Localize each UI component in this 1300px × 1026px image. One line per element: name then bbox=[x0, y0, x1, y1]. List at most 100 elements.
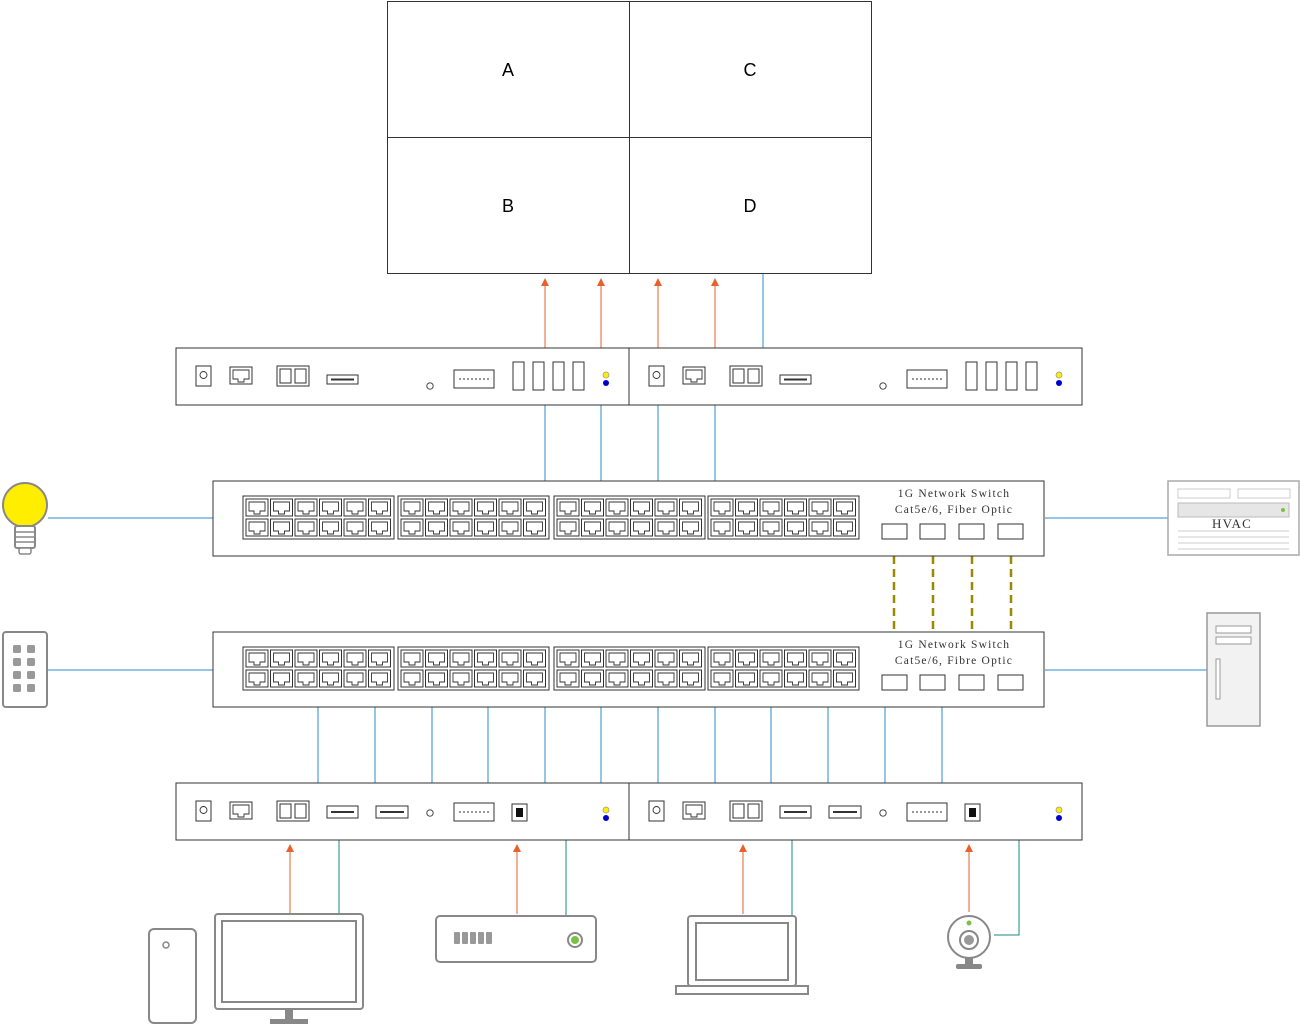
encoder-unit[interactable] bbox=[175, 782, 630, 841]
ethernet-port-icon[interactable] bbox=[784, 649, 807, 668]
ethernet-port-icon[interactable] bbox=[808, 498, 832, 517]
ethernet-port-icon[interactable] bbox=[630, 498, 653, 517]
ethernet-port-icon[interactable] bbox=[581, 669, 604, 688]
ethernet-port-icon[interactable] bbox=[294, 649, 318, 668]
ethernet-port-icon[interactable] bbox=[710, 669, 734, 688]
sfp-port-icon[interactable] bbox=[958, 523, 985, 540]
ethernet-port-icon[interactable] bbox=[581, 518, 604, 537]
ethernet-port-icon[interactable] bbox=[679, 518, 702, 537]
ethernet-port-icon[interactable] bbox=[245, 518, 269, 537]
ethernet-port-icon[interactable] bbox=[833, 518, 856, 537]
media-player-icon[interactable] bbox=[435, 915, 597, 963]
ethernet-port-icon[interactable] bbox=[294, 669, 318, 688]
ethernet-port-icon[interactable] bbox=[556, 518, 580, 537]
sfp-port-icon[interactable] bbox=[881, 674, 908, 691]
ethernet-port-icon[interactable] bbox=[710, 649, 734, 668]
ethernet-port-icon[interactable] bbox=[654, 649, 678, 668]
ethernet-port-icon[interactable] bbox=[784, 498, 807, 517]
ethernet-port-icon[interactable] bbox=[735, 649, 758, 668]
ethernet-port-icon[interactable] bbox=[735, 669, 758, 688]
network-switch-2[interactable] bbox=[212, 631, 1045, 708]
ethernet-port-icon[interactable] bbox=[833, 498, 856, 517]
ethernet-port-icon[interactable] bbox=[759, 649, 783, 668]
ethernet-port-icon[interactable] bbox=[294, 518, 318, 537]
ethernet-port-icon[interactable] bbox=[759, 498, 783, 517]
ethernet-port-icon[interactable] bbox=[474, 649, 497, 668]
ethernet-port-icon[interactable] bbox=[498, 518, 522, 537]
ethernet-port-icon[interactable] bbox=[319, 669, 342, 688]
ethernet-port-icon[interactable] bbox=[735, 518, 758, 537]
ethernet-port-icon[interactable] bbox=[523, 649, 546, 668]
ethernet-port-icon[interactable] bbox=[679, 669, 702, 688]
ethernet-port-icon[interactable] bbox=[630, 669, 653, 688]
ethernet-port-icon[interactable] bbox=[474, 669, 497, 688]
ethernet-port-icon[interactable] bbox=[449, 669, 473, 688]
ethernet-port-icon[interactable] bbox=[270, 669, 293, 688]
ethernet-port-icon[interactable] bbox=[833, 649, 856, 668]
ethernet-port-icon[interactable] bbox=[449, 649, 473, 668]
ethernet-port-icon[interactable] bbox=[400, 498, 424, 517]
ethernet-port-icon[interactable] bbox=[319, 518, 342, 537]
webcam-icon[interactable] bbox=[947, 915, 991, 969]
ethernet-port-icon[interactable] bbox=[630, 649, 653, 668]
ethernet-port-icon[interactable] bbox=[245, 669, 269, 688]
ethernet-port-icon[interactable] bbox=[808, 669, 832, 688]
decoder-unit[interactable] bbox=[175, 347, 630, 406]
sfp-port-icon[interactable] bbox=[997, 523, 1024, 540]
decoder-unit[interactable] bbox=[628, 347, 1083, 406]
ethernet-port-icon[interactable] bbox=[425, 649, 448, 668]
monitor-icon[interactable] bbox=[214, 913, 364, 1024]
ethernet-port-icon[interactable] bbox=[654, 669, 678, 688]
ethernet-port-icon[interactable] bbox=[710, 498, 734, 517]
ethernet-port-icon[interactable] bbox=[556, 649, 580, 668]
light-bulb-icon[interactable] bbox=[2, 482, 48, 555]
ethernet-port-icon[interactable] bbox=[605, 518, 629, 537]
laptop-icon[interactable] bbox=[675, 915, 809, 995]
ethernet-port-icon[interactable] bbox=[556, 669, 580, 688]
pc-tower-icon[interactable] bbox=[148, 928, 197, 1024]
sfp-port-icon[interactable] bbox=[919, 523, 946, 540]
ethernet-port-icon[interactable] bbox=[474, 518, 497, 537]
ethernet-port-icon[interactable] bbox=[425, 518, 448, 537]
keypad-icon[interactable] bbox=[2, 631, 48, 708]
ethernet-port-icon[interactable] bbox=[343, 669, 367, 688]
network-switch-1[interactable] bbox=[212, 480, 1045, 557]
ethernet-port-icon[interactable] bbox=[498, 669, 522, 688]
ethernet-port-icon[interactable] bbox=[270, 649, 293, 668]
hvac-icon[interactable] bbox=[1167, 480, 1300, 556]
ethernet-port-icon[interactable] bbox=[343, 518, 367, 537]
ethernet-port-icon[interactable] bbox=[425, 669, 448, 688]
sfp-port-icon[interactable] bbox=[919, 674, 946, 691]
ethernet-port-icon[interactable] bbox=[679, 649, 702, 668]
ethernet-port-icon[interactable] bbox=[581, 649, 604, 668]
ethernet-port-icon[interactable] bbox=[679, 498, 702, 517]
ethernet-port-icon[interactable] bbox=[425, 498, 448, 517]
ethernet-port-icon[interactable] bbox=[710, 518, 734, 537]
ethernet-port-icon[interactable] bbox=[319, 498, 342, 517]
ethernet-port-icon[interactable] bbox=[245, 649, 269, 668]
ethernet-port-icon[interactable] bbox=[759, 518, 783, 537]
ethernet-port-icon[interactable] bbox=[605, 649, 629, 668]
ethernet-port-icon[interactable] bbox=[808, 518, 832, 537]
ethernet-port-icon[interactable] bbox=[808, 649, 832, 668]
ethernet-port-icon[interactable] bbox=[343, 498, 367, 517]
ethernet-port-icon[interactable] bbox=[343, 649, 367, 668]
ethernet-port-icon[interactable] bbox=[245, 498, 269, 517]
ethernet-port-icon[interactable] bbox=[523, 518, 546, 537]
ethernet-port-icon[interactable] bbox=[449, 498, 473, 517]
sfp-port-icon[interactable] bbox=[958, 674, 985, 691]
ethernet-port-icon[interactable] bbox=[449, 518, 473, 537]
ethernet-port-icon[interactable] bbox=[400, 518, 424, 537]
ethernet-port-icon[interactable] bbox=[294, 498, 318, 517]
ethernet-port-icon[interactable] bbox=[270, 518, 293, 537]
ethernet-port-icon[interactable] bbox=[654, 498, 678, 517]
ethernet-port-icon[interactable] bbox=[319, 649, 342, 668]
server-tower-icon[interactable] bbox=[1206, 612, 1261, 727]
ethernet-port-icon[interactable] bbox=[498, 649, 522, 668]
ethernet-port-icon[interactable] bbox=[605, 498, 629, 517]
ethernet-port-icon[interactable] bbox=[654, 518, 678, 537]
ethernet-port-icon[interactable] bbox=[630, 518, 653, 537]
ethernet-port-icon[interactable] bbox=[368, 498, 391, 517]
ethernet-port-icon[interactable] bbox=[523, 669, 546, 688]
ethernet-port-icon[interactable] bbox=[759, 669, 783, 688]
